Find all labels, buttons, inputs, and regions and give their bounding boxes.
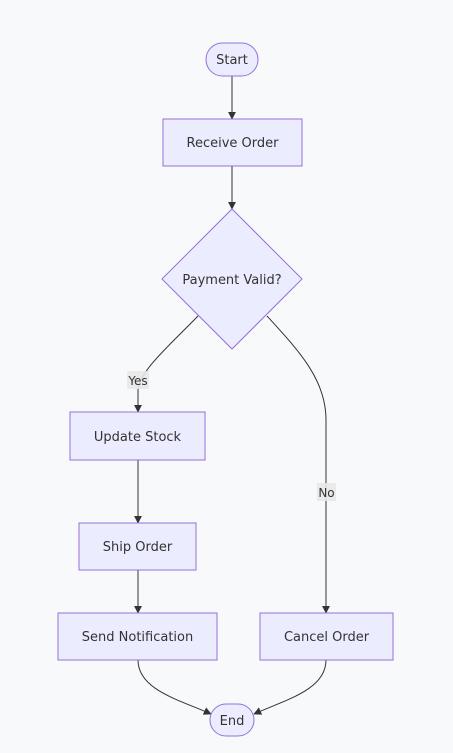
edges [134,76,330,715]
node-ship-order[interactable]: Ship Order [78,522,197,571]
node-payment-valid-label: Payment Valid? [182,273,281,288]
node-receive-order-label: Receive Order [187,136,280,151]
edge-label-no: No [317,483,336,501]
node-end-label: End [220,714,245,729]
edge-valid-cancel [266,315,330,614]
edge-notify-end [137,659,212,715]
edge-label-no-text: No [318,486,334,500]
node-send-notification[interactable]: Send Notification [57,612,218,661]
node-start-label: Start [216,53,248,68]
edge-valid-update [134,315,199,413]
edge-label-yes-text: Yes [127,374,147,388]
node-cancel-order-label: Cancel Order [284,630,370,645]
node-end[interactable]: End [209,703,255,737]
edge-label-yes: Yes [127,371,149,389]
node-send-notification-label: Send Notification [82,630,193,645]
node-update-stock[interactable]: Update Stock [69,411,206,461]
node-update-stock-label: Update Stock [94,430,182,445]
edge-cancel-end [253,659,327,715]
node-payment-valid[interactable]: Payment Valid? [161,208,303,350]
node-receive-order[interactable]: Receive Order [162,118,303,167]
node-start[interactable]: Start [205,42,259,77]
node-cancel-order[interactable]: Cancel Order [259,612,394,661]
node-ship-order-label: Ship Order [103,540,173,555]
